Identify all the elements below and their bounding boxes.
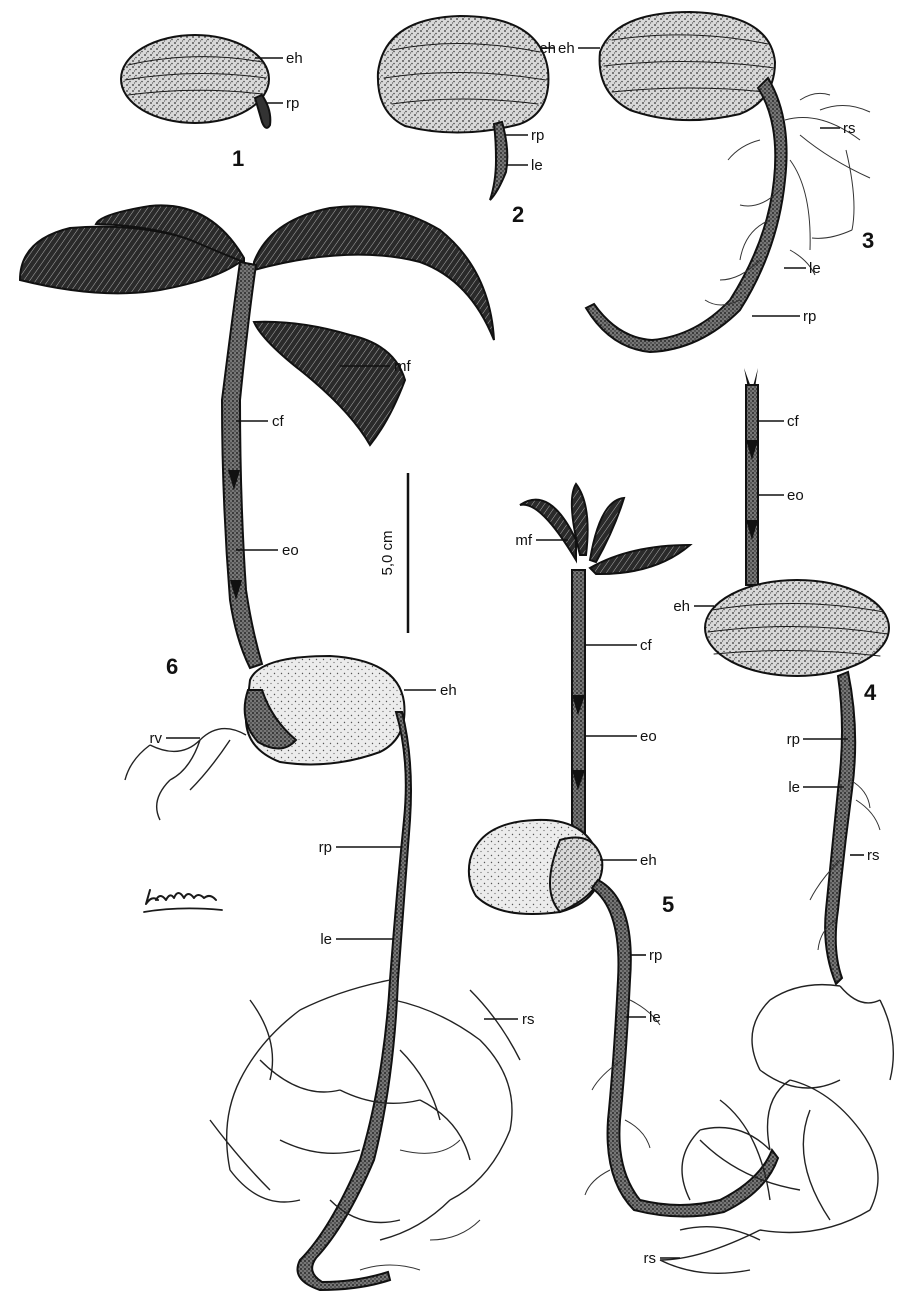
stage-6-label-mf: mf bbox=[394, 358, 411, 375]
stage-6-number: 6 bbox=[166, 654, 178, 679]
stage-1-label-rp: rp bbox=[286, 95, 299, 112]
stage-4-seedling bbox=[705, 368, 893, 1088]
stage-6-label-rv: rv bbox=[150, 730, 163, 747]
stage-3-label-eh: eh bbox=[539, 40, 556, 57]
scale-bar-label: 5,0 cm bbox=[379, 530, 396, 575]
stage-1-number: 1 bbox=[232, 146, 244, 171]
stage-5-label-cf: cf bbox=[640, 637, 653, 654]
stage-6-label-cf: cf bbox=[272, 413, 285, 430]
stage-3-label-rs: rs bbox=[843, 120, 856, 137]
stage-5-label-eh: eh bbox=[640, 852, 657, 869]
stage-6-seedling bbox=[20, 205, 520, 1290]
stage-2-seed bbox=[378, 16, 549, 200]
stage-3-number: 3 bbox=[862, 228, 874, 253]
stage-5-label-rs: rs bbox=[644, 1250, 657, 1267]
stage-5-label-le: le bbox=[649, 1009, 661, 1026]
stage-4-number: 4 bbox=[864, 680, 877, 705]
artist-signature bbox=[144, 890, 222, 912]
stage-5-number: 5 bbox=[662, 892, 674, 917]
stage-6-label-eh: eh bbox=[440, 682, 457, 699]
stage-6-label-rp: rp bbox=[319, 839, 332, 856]
stage-2-label-eh: eh bbox=[558, 40, 575, 57]
stage-5-label-rp: rp bbox=[649, 947, 662, 964]
stage-4-label-le: le bbox=[788, 779, 800, 796]
stage-1-label-eh: eh bbox=[286, 50, 303, 67]
stage-6-label-le: le bbox=[320, 931, 332, 948]
stage-2-label-le: le bbox=[531, 157, 543, 174]
stage-4-label-rp: rp bbox=[787, 731, 800, 748]
stage-4-label-rs: rs bbox=[867, 847, 880, 864]
stage-6-label-eo: eo bbox=[282, 542, 299, 559]
stage-1-seed bbox=[121, 35, 270, 128]
stage-2-label-rp: rp bbox=[531, 127, 544, 144]
stage-3-label-rp: rp bbox=[803, 308, 816, 325]
stage-2-number: 2 bbox=[512, 202, 524, 227]
stage-5-label-mf: mf bbox=[515, 532, 532, 549]
stage-3-seedling bbox=[586, 12, 870, 352]
stage-4-label-eh: eh bbox=[673, 598, 690, 615]
stage-3-label-le: le bbox=[809, 260, 821, 277]
stage-4-label-cf: cf bbox=[787, 413, 800, 430]
stage-4-label-eo: eo bbox=[787, 487, 804, 504]
stage-5-label-eo: eo bbox=[640, 728, 657, 745]
stage-6-label-rs: rs bbox=[522, 1011, 535, 1028]
